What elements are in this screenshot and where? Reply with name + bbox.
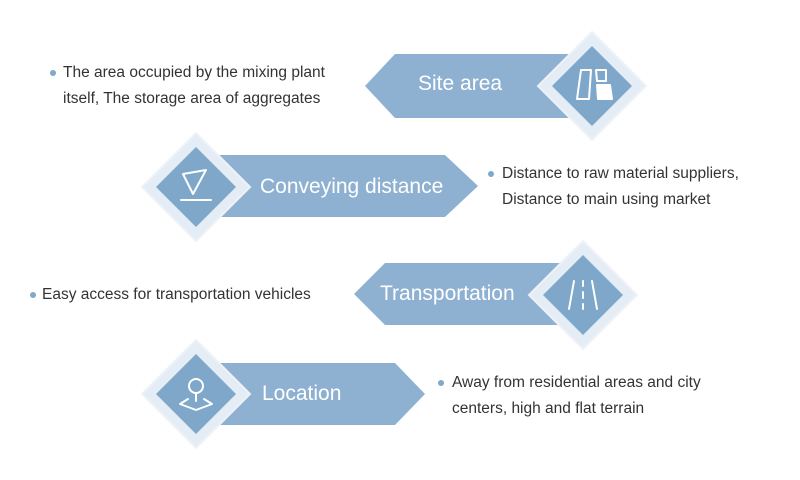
site-area-arrow (365, 54, 585, 118)
site-area-description: The area occupied by the mixing plant it… (63, 60, 325, 112)
bullet (488, 171, 494, 177)
transportation-description: Easy access for transportation vehicles (42, 282, 311, 308)
transportation-arrow (354, 263, 575, 325)
bullet (438, 380, 444, 386)
site-area-diamond (552, 46, 632, 126)
bullet (50, 70, 56, 76)
description-line: centers, high and flat terrain (452, 400, 645, 417)
transportation-label: Transportation (380, 282, 515, 305)
location-arrow (210, 363, 425, 425)
location-pin-icon (179, 378, 213, 411)
description-line: Distance to raw material suppliers, (502, 165, 739, 182)
location-label: Location (262, 382, 342, 405)
site-area-row (365, 30, 648, 142)
location-description: Away from residential areas and city cen… (452, 370, 701, 422)
conveying-distance-label: Conveying distance (260, 175, 444, 198)
site-area-label: Site area (418, 72, 503, 95)
site-area-icon (576, 69, 613, 100)
conveying-distance-row (140, 131, 478, 243)
description-line: itself, The storage area of aggregates (63, 90, 321, 107)
road-icon (568, 280, 598, 310)
conveying-distance-arrow (210, 155, 478, 217)
conveying-distance-description: Distance to raw material suppliers, Dist… (502, 161, 739, 213)
bullet (30, 292, 36, 298)
conveying-distance-icon (180, 169, 212, 201)
description-line: The area occupied by the mixing plant (63, 64, 325, 81)
location-row (140, 338, 425, 450)
description-line: Away from residential areas and city (452, 374, 701, 391)
description-line: Distance to main using market (502, 191, 711, 208)
description-line: Easy access for transportation vehicles (42, 286, 311, 303)
transportation-row (354, 239, 639, 351)
